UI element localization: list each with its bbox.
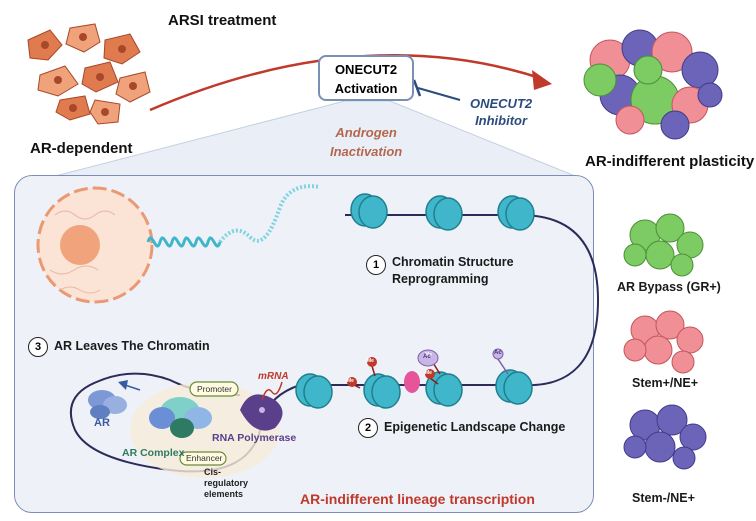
me-label: Me: [347, 378, 354, 384]
nucleosome: [495, 369, 533, 405]
onecut2-activation-box: ONECUT2 Activation: [318, 55, 414, 101]
methyl-mark: [347, 377, 357, 387]
nucleus: [36, 186, 154, 304]
dna-backbone: [261, 214, 600, 421]
enhancer-tag: [179, 451, 227, 466]
plasticity-cluster: [583, 29, 723, 140]
arsi-treatment-label: ARSI treatment: [168, 12, 277, 29]
inhibitor-line2: Inhibitor: [475, 113, 528, 128]
reader-protein: [404, 371, 420, 393]
stem-ne-pos-cluster: [623, 310, 704, 374]
mrna-label: mRNA: [258, 371, 289, 382]
stem-neg-ne-pos-label: Stem-/NE+: [632, 491, 695, 505]
nucleosome: [425, 195, 463, 231]
stem-neg-ne-pos-cluster: [623, 404, 707, 470]
ar-label: AR: [94, 417, 110, 429]
onecut2-activation-line1: ONECUT2: [334, 62, 398, 77]
androgen-inactivation-label: Androgen Inactivation: [330, 123, 402, 161]
ac-label: Ac: [494, 350, 502, 356]
cis-line1: Cis-: [204, 467, 222, 477]
cis-regulatory-label: Cis- regulatory elements: [204, 467, 248, 500]
lineage-transcription-label: AR-indifferent lineage transcription: [300, 491, 535, 507]
step1-line1: Chromatin Structure: [392, 255, 514, 269]
ar-dependent-cells: [27, 23, 151, 125]
ar-protein: [88, 390, 127, 419]
ar-complex: [149, 397, 212, 438]
step3-number: 3: [28, 337, 48, 357]
step3-label: AR Leaves The Chromatin: [54, 339, 210, 353]
ar-dependent-label: AR-dependent: [30, 140, 133, 157]
onecut2-inhibitor-label: ONECUT2 Inhibitor: [470, 95, 532, 129]
ar-bypass-label: AR Bypass (GR+): [617, 280, 721, 294]
promoter-label: Promoter: [197, 384, 232, 394]
ar-indifferent-plasticity-label: AR-indifferent plasticity: [585, 153, 755, 170]
me-label: Me: [367, 358, 374, 364]
mrna-strand: [261, 381, 283, 401]
me-label: Me: [425, 370, 432, 376]
nucleosome: [350, 193, 388, 229]
ar-complex-label: AR Complex: [122, 447, 185, 459]
rna-polymerase-label: RNA Polymerase: [212, 432, 297, 444]
dna-strand: [218, 184, 321, 244]
inhibitor-line: [417, 87, 461, 101]
promoter-tag: [189, 381, 239, 397]
enhancer-label: Enhancer: [186, 453, 223, 463]
step2-label: Epigenetic Landscape Change: [384, 420, 566, 434]
androgen-line1: Androgen: [335, 125, 397, 140]
stem-ne-pos-label: Stem+/NE+: [632, 376, 699, 390]
methyl-mark: [367, 357, 377, 367]
step1-line2: Reprogramming: [392, 272, 489, 286]
me-label: Me: [425, 352, 432, 358]
step1-number: 1: [366, 255, 386, 275]
cis-line3: elements: [204, 489, 244, 499]
step1-label: Chromatin Structure Reprogramming: [392, 254, 514, 288]
nucleosome: [497, 195, 535, 231]
rna-polymerase: [240, 394, 283, 431]
ac-label: Ac: [423, 354, 431, 360]
ar-bypass-cluster: [623, 213, 704, 277]
arsi-arrowhead: [532, 70, 552, 90]
inhibitor-line1: ONECUT2: [470, 96, 533, 111]
cis-line2: regulatory: [204, 478, 249, 488]
chromatin-coil: [146, 236, 222, 248]
nucleosome: [425, 371, 463, 407]
inhibitor-bar: [412, 79, 422, 97]
acetyl-reader: [417, 349, 439, 367]
nucleosome: [295, 373, 333, 409]
methyl-mark: [425, 369, 435, 379]
nucleosome: [363, 373, 401, 409]
step2-number: 2: [358, 418, 378, 438]
androgen-line2: Inactivation: [330, 144, 403, 159]
onecut2-activation-line2: Activation: [334, 81, 398, 96]
